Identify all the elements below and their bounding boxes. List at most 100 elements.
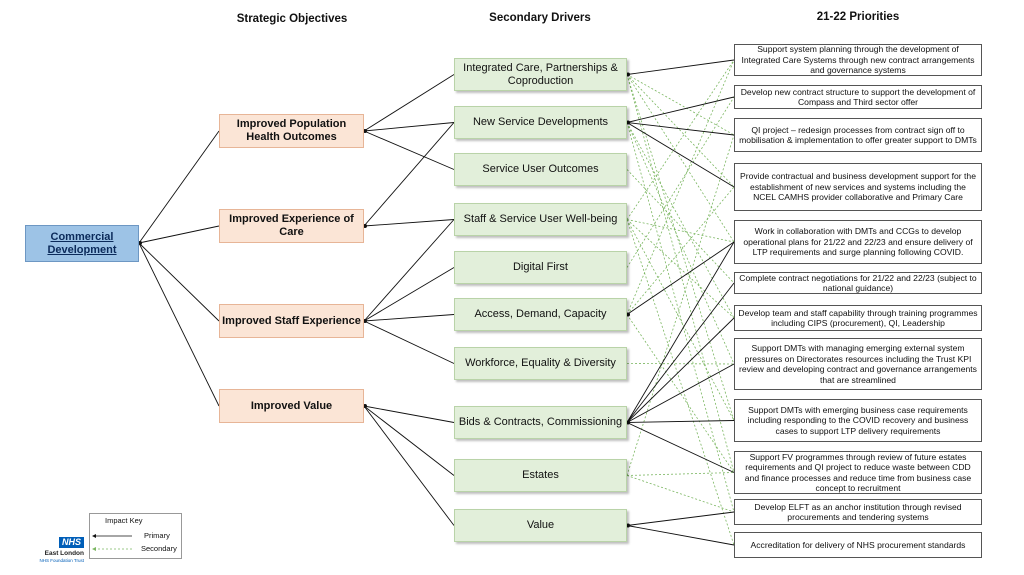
primary-link <box>626 241 735 315</box>
impact-key-title: Impact Key <box>105 516 143 525</box>
primary-link <box>626 122 735 136</box>
objective-box: Improved Value <box>219 389 364 423</box>
priority-box: Complete contract negotiations for 21/22… <box>734 272 982 294</box>
objective-box: Improved Staff Experience <box>219 304 364 338</box>
primary-link <box>626 59 735 75</box>
driver-box: Value <box>454 509 627 542</box>
priority-box-label: Support DMTs with emerging business case… <box>747 404 969 436</box>
impact-key-secondary: Secondary <box>141 544 177 553</box>
primary-link <box>626 96 735 123</box>
priority-box-label: Complete contract negotiations for 21/22… <box>739 272 977 294</box>
logo-sub: NHS Foundation Trust <box>39 558 84 563</box>
priority-box-label: QI project – redesign processes from con… <box>739 124 977 146</box>
header-priorities: 21-22 Priorities <box>816 11 900 23</box>
secondary-link <box>626 219 735 319</box>
priority-box-label: Develop team and staff capability throug… <box>738 307 978 329</box>
driver-box-label: Bids & Contracts, Commissioning <box>458 416 623 428</box>
primary-link <box>626 525 735 546</box>
primary-link <box>363 405 455 476</box>
primary-link <box>363 405 455 423</box>
primary-link <box>138 242 220 322</box>
objective-box-label: Improved Staff Experience <box>222 314 361 327</box>
primary-link <box>363 122 455 132</box>
link-node <box>626 523 630 528</box>
primary-link <box>363 219 455 322</box>
secondary-link <box>626 219 735 421</box>
priority-box-label: Develop new contract structure to suppor… <box>740 86 976 108</box>
objective-box-label: Improved Experience of Care <box>229 213 354 238</box>
link-node <box>626 420 630 425</box>
objective-box: Improved Population Health Outcomes <box>219 114 364 148</box>
secondary-link <box>626 74 735 243</box>
link-node <box>626 120 630 125</box>
primary-link <box>626 282 735 423</box>
priority-box: Develop team and staff capability throug… <box>734 305 982 331</box>
primary-link <box>363 267 455 322</box>
primary-link <box>626 317 735 423</box>
priority-box: Support DMTs with managing emerging exte… <box>734 338 982 390</box>
driver-box: Access, Demand, Capacity <box>454 298 627 331</box>
driver-box: Bids & Contracts, Commissioning <box>454 406 627 439</box>
priority-box-label: Support FV programmes through review of … <box>744 451 972 494</box>
impact-key-lines <box>92 534 132 551</box>
secondary-link <box>626 219 735 546</box>
link-node <box>363 404 367 408</box>
priority-box-label: Provide contractual and business develop… <box>740 171 976 203</box>
secondary-link <box>626 74 735 136</box>
secondary-link <box>626 74 735 421</box>
primary-link <box>138 225 220 244</box>
link-node <box>363 319 367 323</box>
priority-box: Support FV programmes through review of … <box>734 451 982 494</box>
primary-link <box>363 122 455 227</box>
driver-box: Workforce, Equality & Diversity <box>454 347 627 380</box>
secondary-link <box>626 219 735 243</box>
primary-link <box>363 74 455 132</box>
secondary-link <box>626 134 735 476</box>
primary-link <box>363 219 455 227</box>
secondary-link <box>626 74 735 473</box>
priority-box: Work in collaboration with DMTs and CCGs… <box>734 220 982 264</box>
priority-box: Accreditation for delivery of NHS procur… <box>734 532 982 558</box>
driver-box-label: New Service Developments <box>472 116 609 128</box>
impact-key: Impact Key Primary Secondary <box>89 513 182 559</box>
secondary-link <box>626 122 735 319</box>
primary-link <box>363 405 455 526</box>
link-node <box>626 312 630 317</box>
driver-box-label: Access, Demand, Capacity <box>474 308 607 320</box>
driver-box-label: Digital First <box>512 261 568 273</box>
primary-link <box>626 363 735 423</box>
secondary-link <box>626 363 735 365</box>
driver-box-label: Estates <box>522 469 559 481</box>
secondary-link <box>626 59 735 315</box>
link-node <box>138 241 142 245</box>
objective-box: Improved Experience of Care <box>219 209 364 243</box>
priority-box-label: Develop ELFT as an anchor institution th… <box>754 501 962 523</box>
driver-box: Integrated Care, Partnerships & Coproduc… <box>454 58 627 91</box>
secondary-link <box>626 186 735 315</box>
primary-link <box>363 314 455 322</box>
nhs-badge: NHS <box>58 537 84 548</box>
driver-box-label: Service User Outcomes <box>482 163 599 175</box>
driver-box-label: Staff & Service User Well-being <box>463 213 618 225</box>
secondary-link <box>626 122 735 513</box>
driver-box: Service User Outcomes <box>454 153 627 186</box>
priority-box-label: Accreditation for delivery of NHS procur… <box>750 539 966 550</box>
link-node <box>363 224 367 228</box>
root-commercial-development: Commercial Development <box>25 225 139 262</box>
priority-box-label: Work in collaboration with DMTs and CCGs… <box>743 226 973 258</box>
primary-link <box>138 130 220 244</box>
driver-box-label: Workforce, Equality & Diversity <box>465 357 616 369</box>
priority-box: Support DMTs with emerging business case… <box>734 399 982 442</box>
logo-org: East London <box>44 550 84 557</box>
secondary-link <box>626 169 735 284</box>
objective-box-label: Improved Population Health Outcomes <box>236 118 347 143</box>
secondary-link <box>626 472 735 476</box>
priority-box-label: Support DMTs with managing emerging exte… <box>739 343 977 385</box>
secondary-link <box>626 96 735 268</box>
secondary-link <box>626 475 735 513</box>
secondary-link <box>626 122 735 365</box>
primary-link <box>363 320 455 364</box>
primary-link <box>138 242 220 407</box>
driver-box: Digital First <box>454 251 627 284</box>
secondary-link <box>626 74 735 188</box>
